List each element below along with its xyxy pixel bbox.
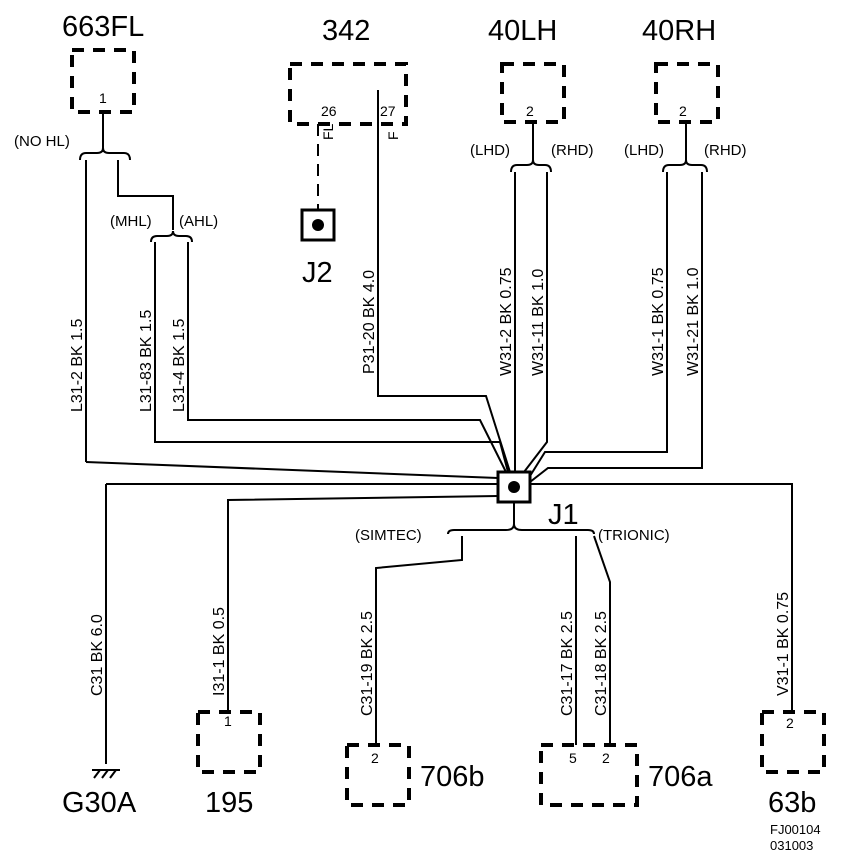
- label-rhd-40lh: (RHD): [551, 142, 594, 159]
- brace-40rh: [662, 159, 708, 173]
- figure-code-line1: FJ00104: [770, 822, 821, 837]
- label-lhd-40rh: (LHD): [624, 142, 664, 159]
- component-342-tag-fl: FL: [320, 123, 336, 140]
- ground-hatch-1: [93, 769, 101, 779]
- component-342-pin-27: 27: [380, 103, 396, 119]
- wire-label-p31-20: P31-20 BK 4.0: [361, 270, 378, 374]
- wire-hl-branch: [117, 160, 174, 230]
- wires-40rh: [529, 122, 708, 483]
- component-706b-box: [345, 743, 411, 807]
- wires-lower: [106, 483, 793, 745]
- component-706a-pin-5: 5: [569, 750, 577, 766]
- component-40lh: 40LH 2: [488, 15, 566, 124]
- wire-l31-2-to-j1: [85, 461, 499, 479]
- ground-label: G30A: [62, 787, 137, 819]
- label-mhl: (MHL): [110, 213, 152, 230]
- junction-j2: J2: [300, 124, 336, 289]
- junction-j1-label: J1: [548, 499, 579, 531]
- brace-simtec-trionic: [447, 523, 595, 535]
- component-342: 342 26 27 FL F: [288, 15, 408, 140]
- brace-mhl-ahl: [150, 230, 193, 243]
- component-342-box: [288, 62, 408, 126]
- component-342-tag-f: F: [385, 131, 401, 140]
- junction-j2-box: [300, 208, 336, 242]
- figure-code-line2: 031003: [770, 838, 813, 853]
- component-40rh-name: 40RH: [642, 15, 716, 47]
- wire-c31-19: [375, 536, 463, 745]
- junction-j1-dot: [508, 481, 520, 493]
- brace-no-hl: [79, 147, 131, 161]
- component-706a: 5 2 706a: [539, 743, 713, 807]
- wire-p31-20: [377, 90, 511, 473]
- component-663fl-pin: 1: [99, 90, 107, 106]
- ground-hatch-2: [101, 769, 109, 779]
- component-40lh-pin: 2: [526, 103, 534, 119]
- junction-j1: J1: [496, 470, 579, 531]
- wires-663fl: [79, 112, 509, 479]
- wire-i31-1: [227, 495, 499, 712]
- wire-label-c31-18: C31-18 BK 2.5: [593, 611, 610, 716]
- wire-c31-18: [593, 535, 611, 745]
- component-63b: 2 63b: [760, 710, 826, 819]
- wire-label-w31-11: W31-11 BK 1.0: [530, 269, 547, 376]
- component-40rh-box: [654, 62, 720, 124]
- label-ahl: (AHL): [179, 213, 218, 230]
- figure-code: FJ00104 031003: [770, 822, 821, 853]
- junction-j2-label: J2: [302, 257, 333, 289]
- wire-w31-11: [523, 172, 548, 473]
- brace-40lh: [510, 159, 552, 173]
- label-simtec: (SIMTEC): [355, 527, 422, 544]
- component-40rh: 40RH 2: [642, 15, 720, 124]
- component-63b-name: 63b: [768, 787, 816, 819]
- component-195: 1 195: [196, 710, 262, 819]
- component-63b-pin: 2: [786, 715, 794, 731]
- component-195-name: 195: [205, 787, 253, 819]
- label-lhd-40lh: (LHD): [470, 142, 510, 159]
- wire-w31-21: [529, 172, 703, 483]
- wire-label-c31-17: C31-17 BK 2.5: [559, 611, 576, 716]
- junction-j2-dot: [312, 219, 324, 231]
- component-706b-name: 706b: [420, 761, 485, 793]
- ground-g30a: G30A: [62, 484, 137, 819]
- component-663fl: 663FL 1: [62, 11, 144, 114]
- wire-l31-83: [154, 242, 509, 473]
- wire-label-l31-4: L31-4 BK 1.5: [171, 319, 188, 413]
- component-40lh-name: 40LH: [488, 15, 557, 47]
- label-no-hl: (NO HL): [14, 133, 70, 150]
- component-195-pin: 1: [224, 713, 232, 729]
- wire-w31-1: [529, 172, 668, 477]
- wire-label-c31-19: C31-19 BK 2.5: [359, 611, 376, 716]
- component-706b: 2 706b: [345, 743, 485, 807]
- component-342-pin-26: 26: [321, 103, 337, 119]
- component-342-name: 342: [322, 15, 370, 47]
- component-40rh-pin: 2: [679, 103, 687, 119]
- wire-l31-4: [187, 242, 507, 473]
- component-706a-name: 706a: [648, 761, 713, 793]
- wire-label-i31-1: I31-1 BK 0.5: [211, 607, 228, 696]
- label-trionic: (TRIONIC): [598, 527, 670, 544]
- wire-label-l31-83: L31-83 BK 1.5: [138, 310, 155, 412]
- wire-v31-1: [530, 483, 793, 712]
- label-rhd-40rh: (RHD): [704, 142, 747, 159]
- wire-label-c31: C31 BK 6.0: [89, 614, 106, 696]
- component-706a-pin-2: 2: [602, 750, 610, 766]
- wire-label-w31-1: W31-1 BK 0.75: [650, 267, 667, 376]
- wire-label-l31-2: L31-2 BK 1.5: [69, 319, 86, 413]
- component-663fl-name: 663FL: [62, 11, 144, 43]
- component-706a-box: [539, 743, 639, 807]
- wire-label-w31-21: W31-21 BK 1.0: [685, 267, 702, 376]
- wires-40lh: [510, 122, 552, 473]
- component-706b-pin: 2: [371, 750, 379, 766]
- wire-label-v31-1: V31-1 BK 0.75: [775, 592, 792, 696]
- ground-hatch-3: [109, 769, 117, 779]
- branch-labels: (NO HL) (MHL) (AHL) (LHD) (RHD) (LHD) (R…: [14, 133, 747, 544]
- wire-label-w31-2: W31-2 BK 0.75: [498, 267, 515, 376]
- wire-labels: L31-2 BK 1.5 L31-83 BK 1.5 L31-4 BK 1.5 …: [69, 267, 792, 716]
